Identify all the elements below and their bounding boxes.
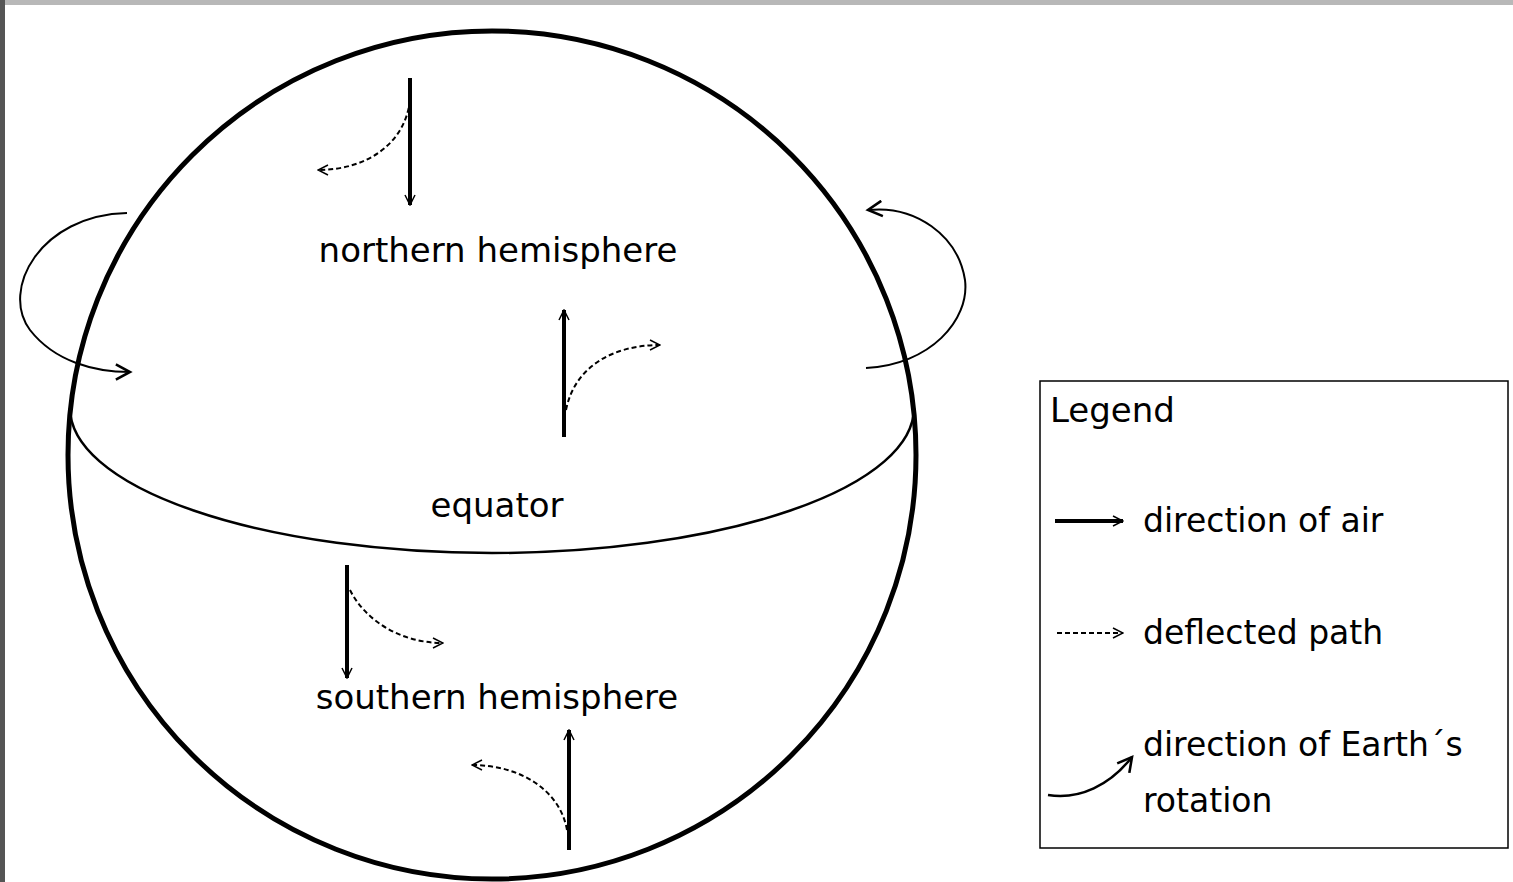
legend-title: Legend — [1050, 390, 1175, 430]
region-label: northern hemisphere — [319, 230, 678, 270]
equator-line — [70, 408, 914, 553]
air-arrows — [318, 78, 660, 850]
rotation-arrow — [20, 213, 130, 372]
frame-edge — [0, 0, 1513, 5]
air-direction-arrow — [408, 78, 412, 205]
legend-box — [1040, 381, 1508, 848]
legend-sample-dashed — [1057, 632, 1123, 634]
region-label: equator — [431, 485, 564, 525]
legend-sample-solid — [1055, 519, 1123, 523]
globe-outline — [68, 31, 916, 879]
air-direction-arrow — [562, 310, 566, 437]
rotation-arrow — [866, 209, 965, 368]
frame-edge — [0, 0, 5, 882]
deflected-path — [318, 100, 410, 170]
legend-text: direction of Earth´s rotation — [1143, 717, 1498, 829]
region-label: southern hemisphere — [316, 677, 679, 717]
legend-sample-rotation — [1048, 757, 1132, 796]
deflected-path — [566, 345, 660, 410]
legend-text: deflected path — [1143, 605, 1498, 661]
deflected-path — [350, 590, 443, 643]
legend-text: direction of air — [1143, 493, 1498, 549]
air-direction-arrow — [345, 565, 349, 678]
air-direction-arrow — [567, 730, 571, 850]
deflected-path — [472, 765, 567, 830]
